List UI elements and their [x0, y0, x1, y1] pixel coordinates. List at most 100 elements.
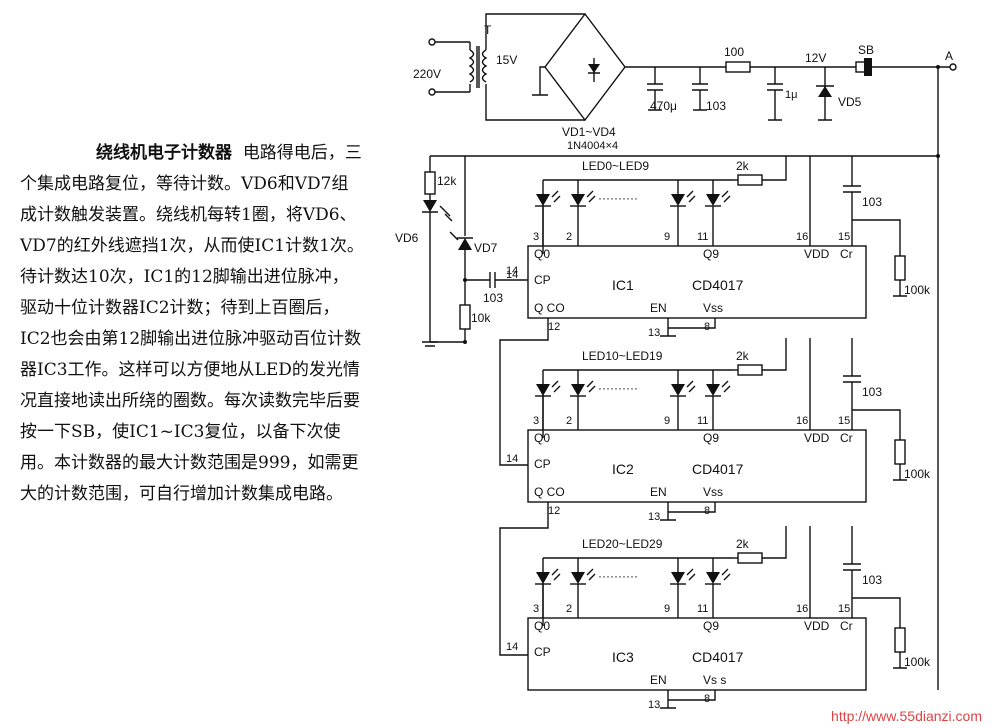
reset-res-label: 100k: [904, 283, 931, 297]
led-group-label: LED20~LED29: [582, 537, 663, 551]
led-0-rays: [551, 190, 561, 203]
led-0: [535, 380, 561, 397]
pin-vdd: 16: [796, 415, 808, 427]
pin-q1: 2: [566, 603, 572, 615]
led-resistor-label: 2k: [736, 159, 750, 173]
label-q0: Q0: [534, 431, 550, 445]
pin-cr: 15: [838, 231, 850, 243]
led-0: [535, 190, 561, 207]
pin-q9: 11: [697, 415, 708, 427]
reset-res-wire: [852, 219, 901, 256]
pin-vss: 8: [704, 693, 710, 705]
ic-chip: CD4017: [692, 461, 744, 477]
led-0-rays: [551, 380, 561, 393]
r-series-label: 100: [724, 45, 744, 59]
led-2: [670, 568, 696, 585]
switch-label: SB: [858, 43, 874, 57]
pin-q8: 9: [664, 415, 670, 427]
bridge-part-label: 1N4004×4: [567, 140, 618, 152]
led-3: [705, 380, 731, 397]
r-pull-label: 10k: [471, 311, 491, 325]
article-body: 电路得电后，三个集成电路复位，等待计数。VD6和VD7组成计数触发装置。绕线机每…: [20, 143, 364, 504]
emitter-label: VD6: [395, 231, 419, 245]
led-dots: ··········: [598, 569, 638, 583]
led-group-label: LED10~LED19: [582, 349, 663, 363]
c-couple-label: 103: [483, 291, 503, 305]
node-a-label: A: [945, 49, 953, 63]
led-1: [570, 190, 596, 207]
led-resistor-wire: [762, 338, 787, 371]
ic-box: [527, 245, 867, 319]
article-text: 绕线机电子计数器 电路得电后，三个集成电路复位，等待计数。VD6和VD7组成计数…: [20, 138, 365, 510]
pin-vdd: 16: [796, 603, 808, 615]
label-cr: Cr: [840, 431, 853, 445]
ic-chip: CD4017: [692, 277, 744, 293]
en-vss-ground: [660, 318, 716, 337]
watermark: http://www.55dianzi.com: [831, 708, 982, 724]
pin-vss: 8: [704, 321, 710, 333]
led-2: [670, 190, 696, 207]
reset-cap: [843, 526, 861, 618]
en-vss-ground: [660, 690, 716, 709]
ic-box: [527, 617, 867, 691]
led-1-rays: [586, 380, 596, 393]
pin-q9: 11: [697, 603, 708, 615]
label-q9: Q9: [703, 431, 719, 445]
ic-chip: CD4017: [692, 649, 744, 665]
led-2: [670, 380, 696, 397]
reset-resistor: [894, 439, 906, 465]
led-3: [705, 190, 731, 207]
en-vss-ground: [660, 502, 716, 521]
label-vdd: VDD: [804, 431, 830, 445]
pin-en: 13: [648, 327, 660, 339]
pin-cr: 15: [838, 415, 850, 427]
label-vdd: VDD: [804, 247, 830, 261]
led-3-rays: [721, 380, 731, 393]
label-cp: CP: [534, 273, 551, 287]
ic-box: [527, 429, 867, 503]
article-title: 绕线机电子计数器: [96, 143, 232, 163]
led-1: [570, 568, 596, 585]
label-q9: Q9: [703, 619, 719, 633]
label-q0: Q0: [534, 247, 550, 261]
pin-en: 13: [648, 699, 660, 711]
v-reg-label: 12V: [805, 51, 826, 65]
led-group-label: LED0~LED9: [582, 159, 649, 173]
label-vss: Vss: [703, 485, 723, 499]
c-reg-label: 1μ: [785, 89, 797, 101]
receiver-label: VD7: [474, 241, 498, 255]
label-cp: CP: [534, 457, 551, 471]
label-q0: Q0: [534, 619, 550, 633]
led-3-rays: [721, 190, 731, 203]
led-dots: ··········: [598, 381, 638, 395]
led-resistor-wire: [762, 526, 787, 559]
led-0: [535, 568, 561, 585]
reset-resistor: [894, 255, 906, 281]
zener-label: VD5: [838, 95, 862, 109]
secondary-label: 15V: [496, 53, 517, 67]
carry-wire-ic2-ic3: [499, 502, 549, 656]
pin-co: 12: [548, 321, 560, 333]
reset-res-wire: [852, 409, 901, 440]
label-cr: Cr: [840, 247, 853, 261]
reset-resistor: [894, 627, 906, 653]
pin-q1: 2: [566, 231, 572, 243]
reset-cap: [843, 156, 861, 246]
led-3-rays: [721, 568, 731, 581]
led-resistor-wire: [762, 156, 787, 181]
led-1-rays: [586, 568, 596, 581]
label-q9: Q9: [703, 247, 719, 261]
pin-vss: 8: [704, 505, 710, 517]
reset-res-wire: [852, 597, 901, 628]
pin-co: 12: [548, 505, 560, 517]
led-resistor: [737, 174, 763, 186]
pin-q8: 9: [664, 603, 670, 615]
reset-cap-label: 103: [862, 385, 882, 399]
bridge-label: VD1~VD4: [562, 125, 616, 139]
pin-q0: 3: [533, 231, 539, 243]
